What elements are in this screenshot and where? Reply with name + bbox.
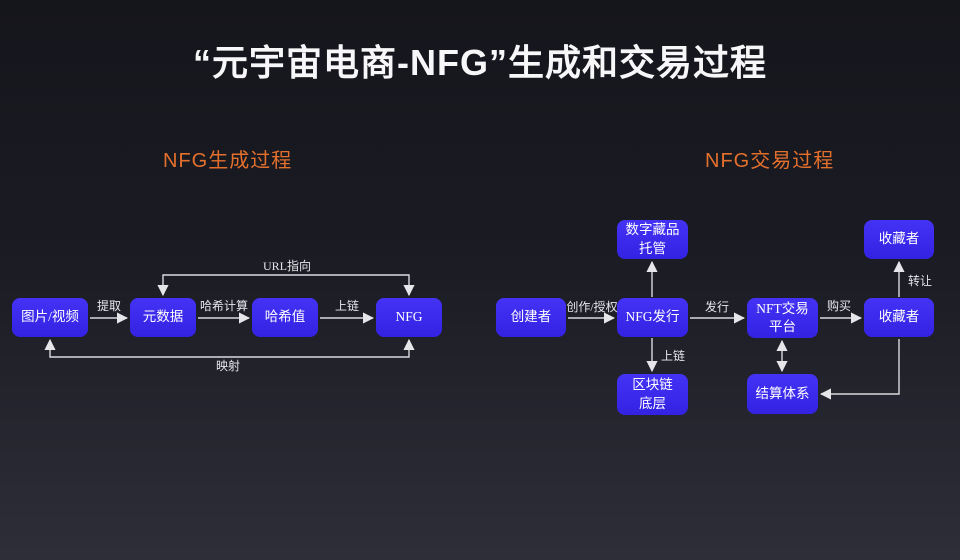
node-collector-transferee: 收藏者	[864, 220, 934, 259]
edge-issuance-on-chain-arrow: 上链	[646, 338, 685, 373]
edge-label-on-chain: 上链	[335, 298, 359, 313]
edge-label-hash-compute: 哈希计算	[200, 298, 248, 313]
edge-url-pointer-arrow: URL指向	[157, 258, 415, 297]
edge-extract-arrow: 提取	[90, 298, 129, 324]
node-digital-collection-custody: 数字藏品 托管	[617, 220, 688, 259]
node-label: 图片/视频	[21, 309, 79, 325]
node-label: 收藏者	[878, 309, 920, 325]
edge-transfer-arrow: 转让	[893, 260, 932, 297]
edge-buy-arrow: 购买	[820, 298, 863, 324]
page-title: “元宇宙电商-NFG”生成和交易过程	[193, 42, 767, 83]
edge-collector-settlement-arrow	[819, 339, 900, 400]
edge-label-transfer: 转让	[908, 273, 932, 288]
edge-create-authorize-arrow: 创作/授权	[566, 299, 618, 324]
node-label: NFG发行	[625, 309, 680, 325]
edge-label-extract: 提取	[97, 298, 121, 313]
node-image-video: 图片/视频	[12, 298, 88, 337]
node-hash-value: 哈希值	[252, 298, 318, 337]
generation-section-heading: NFG生成过程	[163, 150, 293, 172]
node-label: 创建者	[510, 309, 552, 325]
edge-label-create-authorize: 创作/授权	[566, 299, 617, 314]
edge-issue-arrow: 发行	[690, 299, 746, 324]
node-label: 收藏者	[878, 231, 920, 247]
edge-on-chain-arrow: 上链	[320, 298, 375, 324]
edge-label-buy: 购买	[827, 298, 851, 313]
edge-label-mapping: 映射	[216, 358, 240, 373]
edge-hash-compute-arrow: 哈希计算	[198, 298, 251, 324]
node-nft-trading-platform: NFT交易 平台	[747, 298, 818, 338]
edge-label-issue: 发行	[705, 299, 729, 314]
node-label: 哈希值	[264, 309, 306, 325]
node-creator: 创建者	[496, 298, 566, 337]
node-collector: 收藏者	[864, 298, 934, 337]
node-label: NFG	[395, 309, 423, 325]
edge-mapping-arrow: 映射	[44, 338, 415, 373]
node-label: 结算体系	[755, 385, 810, 401]
node-label: 数字藏品 托管	[625, 222, 680, 256]
node-label: 区块链 底层	[632, 377, 673, 411]
node-label: NFT交易 平台	[756, 300, 809, 334]
node-settlement-system: 结算体系	[747, 374, 818, 414]
node-nfg: NFG	[376, 298, 442, 337]
edge-label-url-pointer: URL指向	[263, 258, 311, 273]
edge-label-issuance-on-chain: 上链	[661, 348, 685, 363]
node-blockchain-base: 区块链 底层	[617, 374, 688, 415]
node-nfg-issuance: NFG发行	[617, 298, 688, 337]
trading-section-heading: NFG交易过程	[705, 150, 835, 172]
node-label: 元数据	[142, 309, 184, 325]
node-metadata: 元数据	[130, 298, 196, 337]
